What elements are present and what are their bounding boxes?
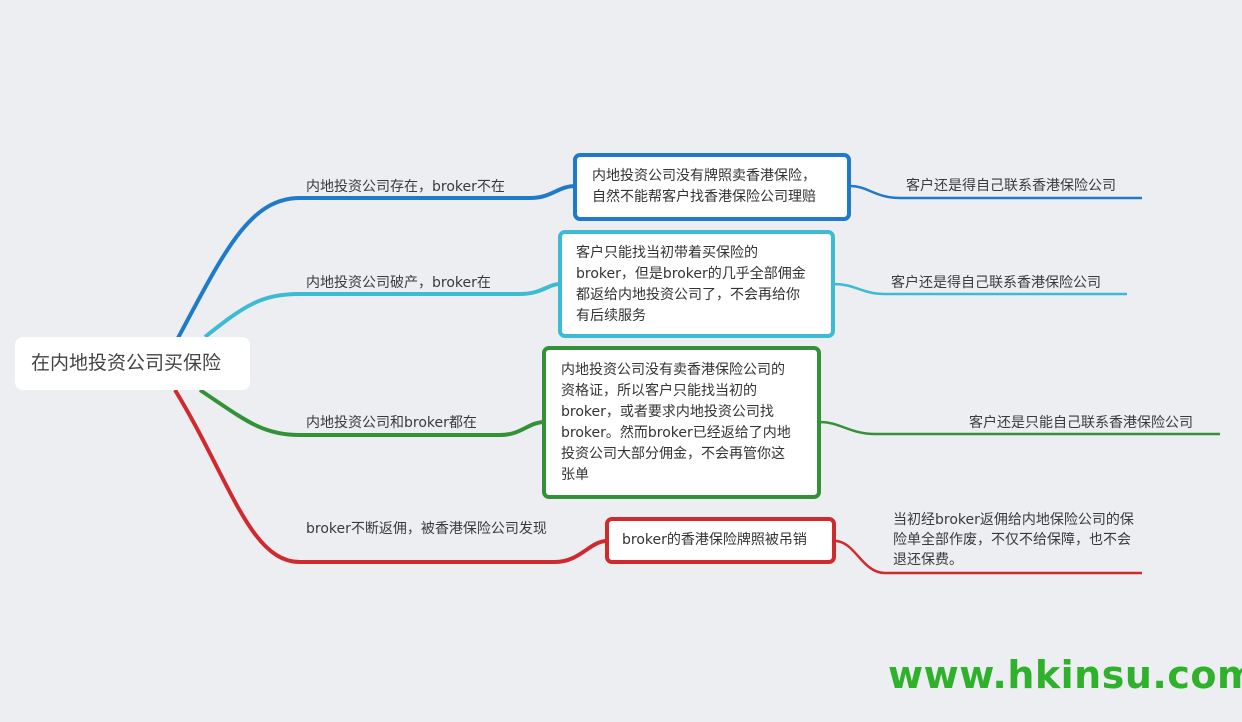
connector-blue-outcome [849, 184, 1142, 200]
watermark-text: www.hkinsu.com [888, 653, 1242, 697]
branch-label-3: 内地投资公司和broker都在 [306, 415, 477, 431]
branch-node-2[interactable]: 客户只能找当初带着买保险的 broker，但是broker的几乎全部佣金 都返给… [558, 230, 835, 338]
branch-node-3[interactable]: 内地投资公司没有卖香港保险公司的 资格证，所以客户只能找当初的 broker，或… [542, 346, 821, 499]
connector-cyan-outcome [833, 282, 1127, 296]
connector-green-root [198, 388, 546, 437]
connector-red-root [173, 388, 608, 564]
outcome-2: 客户还是得自己联系香港保险公司 [891, 275, 1101, 291]
branch-node-4[interactable]: broker的香港保险牌照被吊销 [605, 517, 836, 564]
outcome-3: 客户还是只能自己联系香港保险公司 [969, 415, 1193, 431]
connector-green-outcome [819, 420, 1220, 436]
branch-label-4: broker不断返佣，被香港保险公司发现 [306, 521, 547, 537]
connector-blue-root [176, 184, 576, 339]
outcome-1: 客户还是得自己联系香港保险公司 [906, 178, 1116, 194]
connector-cyan-root [203, 282, 561, 339]
root-node[interactable]: 在内地投资公司买保险 [15, 337, 250, 390]
branch-label-2: 内地投资公司破产，broker在 [306, 275, 491, 291]
branch-node-1[interactable]: 内地投资公司没有牌照卖香港保险， 自然不能帮客户找香港保险公司理赔 [573, 153, 851, 221]
branch-label-1: 内地投资公司存在，broker不在 [306, 179, 505, 195]
outcome-4: 当初经broker返佣给内地保险公司的保险单全部作废，不仅不给保障，也不会退还保… [893, 512, 1134, 568]
connector-red-outcome [834, 539, 1142, 575]
